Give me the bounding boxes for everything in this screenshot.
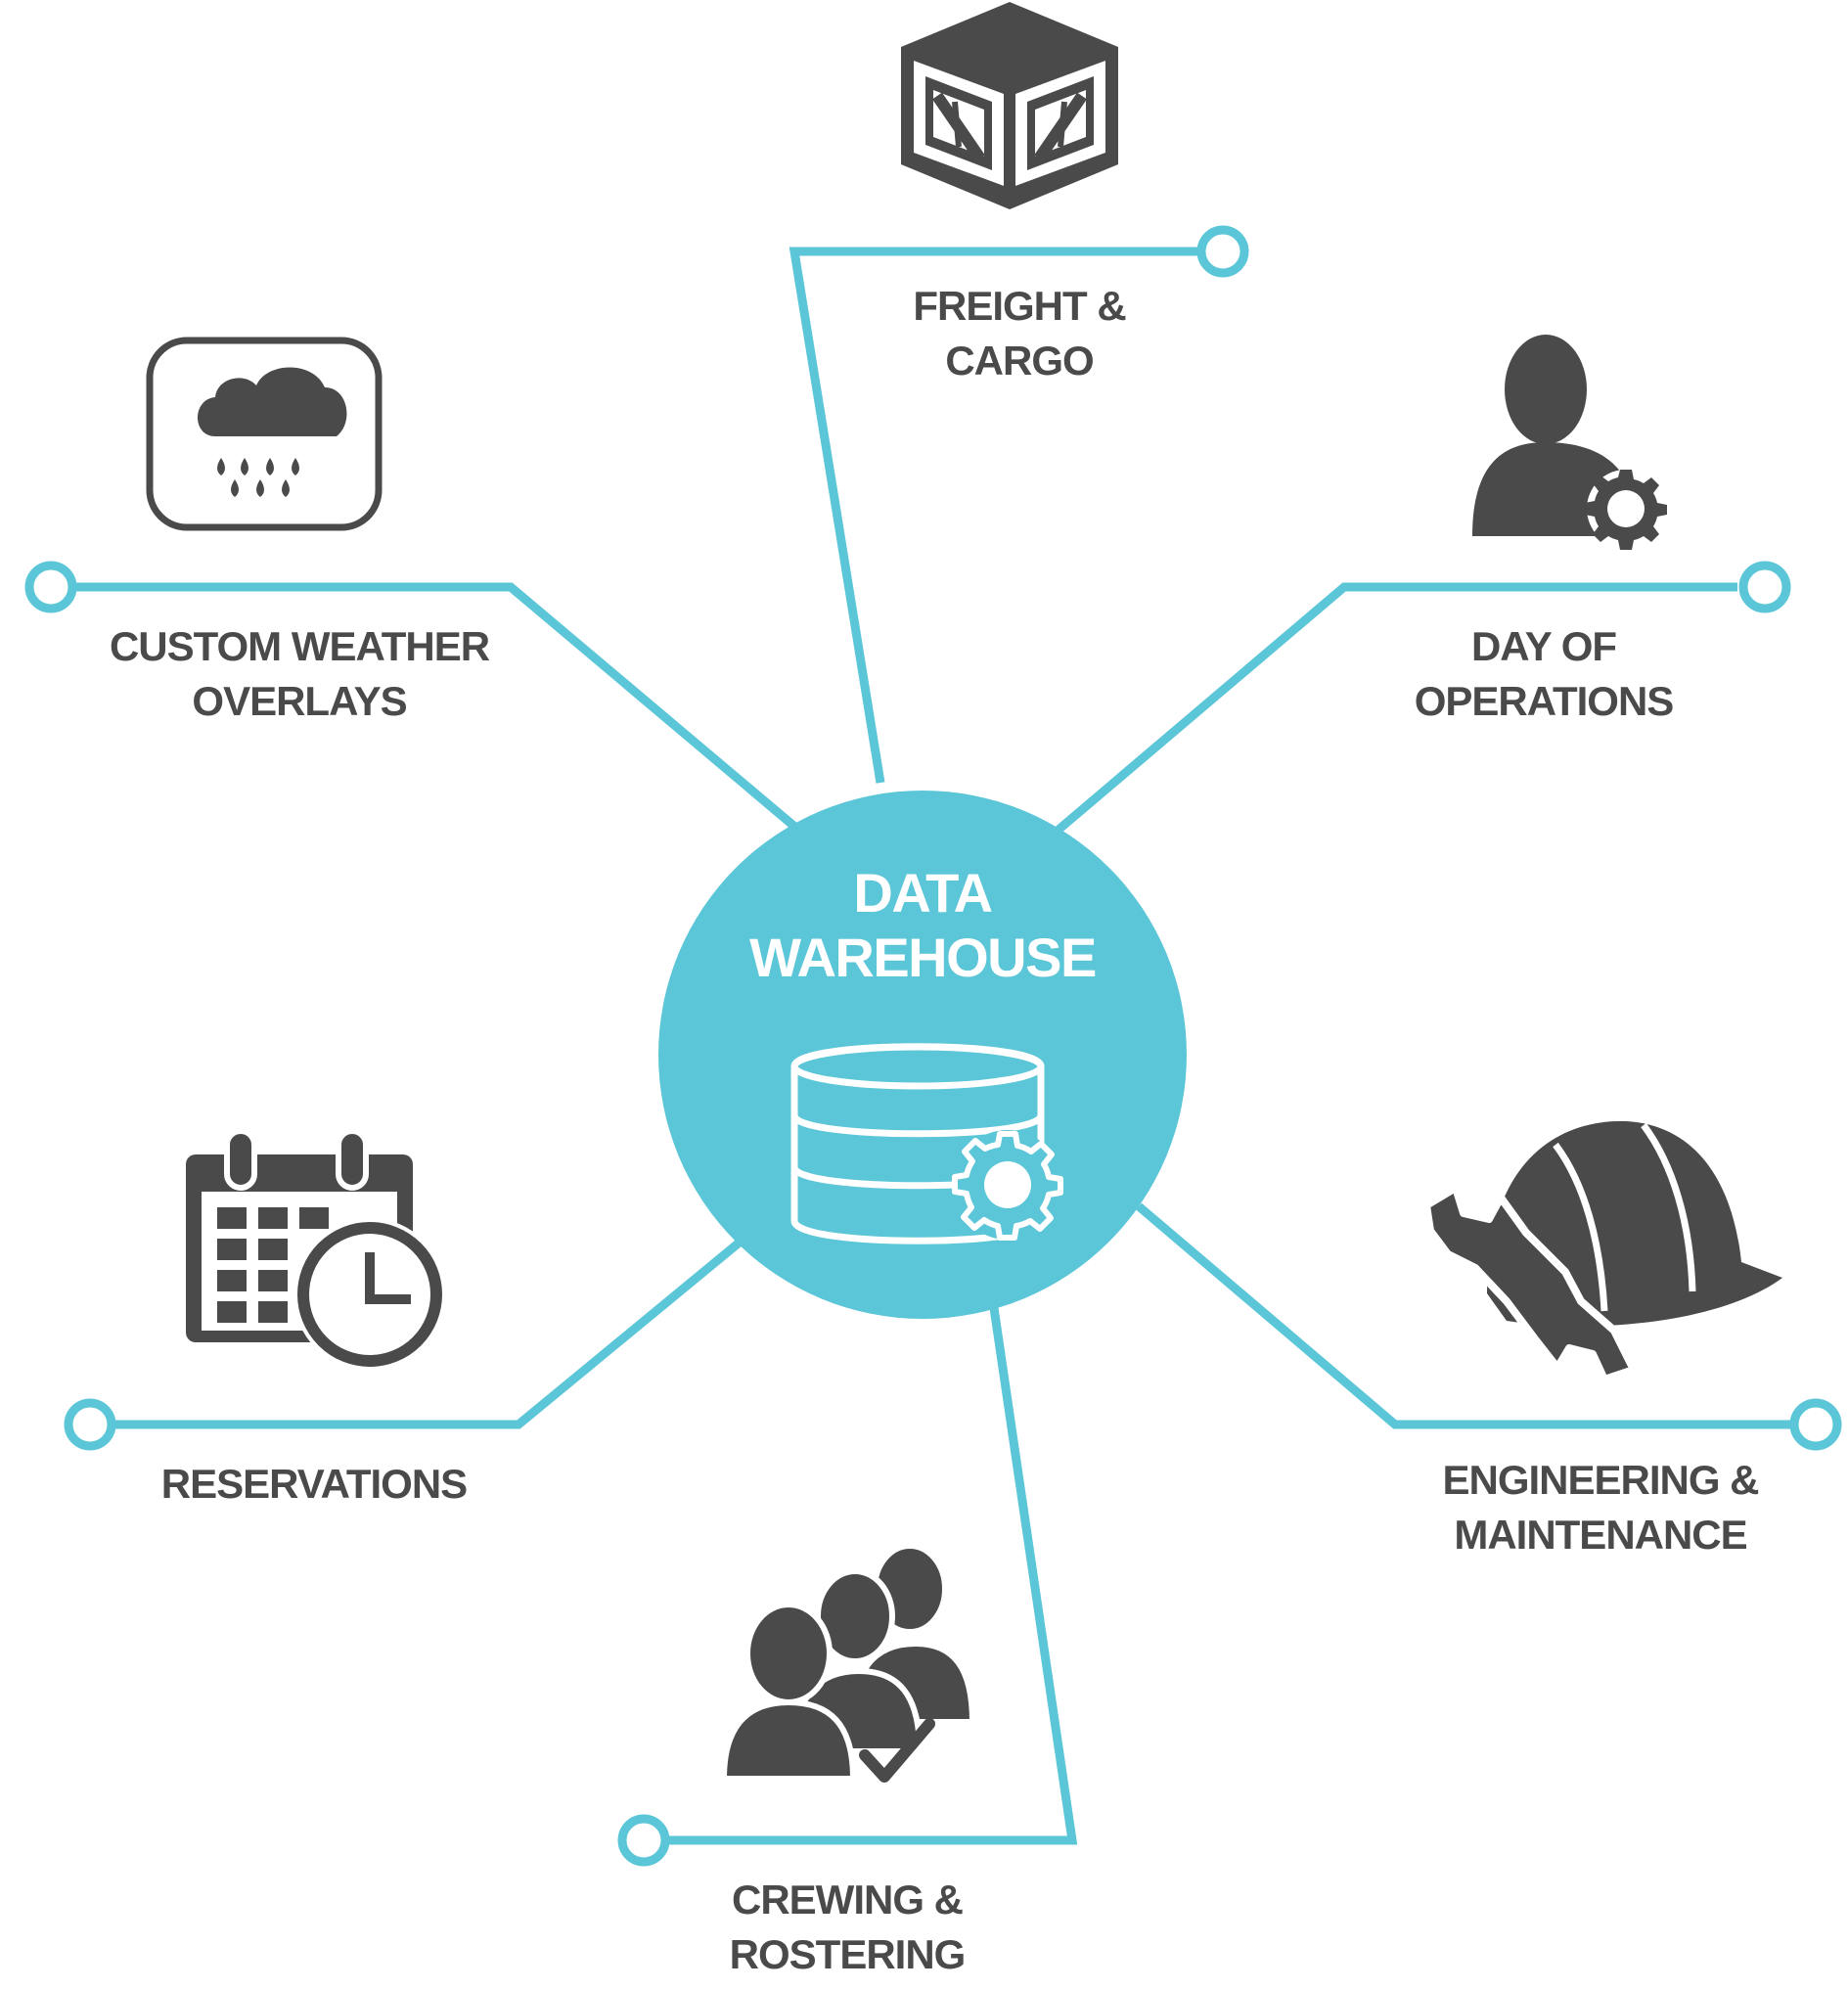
node-reservations[interactable]: RESERVATIONS — [161, 1128, 468, 1507]
hub-title-line1: DATA — [853, 862, 991, 924]
label-crewing-line2: ROSTERING — [730, 1931, 966, 1977]
label-engineering-line1: ENGINEERING & — [1442, 1457, 1759, 1503]
node-engineering[interactable]: ENGINEERING & MAINTENANCE — [1422, 1120, 1782, 1558]
node-weather-endpoint[interactable] — [24, 561, 77, 613]
connector-freight — [789, 247, 1215, 784]
connector-crewing — [667, 1300, 1078, 1845]
connectors — [74, 247, 1790, 1845]
user-gear-icon — [1472, 335, 1667, 550]
team-check-icon — [720, 1543, 976, 1783]
label-engineering-line2: MAINTENANCE — [1454, 1512, 1746, 1558]
crate-icon — [901, 2, 1118, 209]
connector-operations — [1056, 582, 1737, 834]
node-operations-endpoint[interactable] — [1738, 561, 1791, 613]
label-freight-line1: FREIGHT & — [913, 283, 1126, 329]
node-engineering-endpoint[interactable] — [1789, 1398, 1842, 1451]
connector-weather — [74, 582, 801, 834]
node-crewing-endpoint[interactable] — [617, 1814, 670, 1867]
label-weather-line2: OVERLAYS — [192, 678, 406, 724]
node-crewing[interactable]: CREWING & ROSTERING — [720, 1543, 976, 1977]
hardhat-wrench-icon — [1422, 1120, 1782, 1383]
label-weather-line1: CUSTOM WEATHER — [110, 623, 490, 669]
connector-engineering — [1136, 1202, 1790, 1429]
label-operations-line1: DAY OF — [1471, 623, 1616, 669]
label-crewing-line1: CREWING & — [732, 1877, 964, 1922]
node-reservations-endpoint[interactable] — [64, 1398, 116, 1451]
label-operations-line2: OPERATIONS — [1415, 678, 1674, 724]
node-freight[interactable]: FREIGHT & CARGO — [901, 2, 1127, 384]
database-gear-icon — [790, 1043, 1063, 1244]
node-weather[interactable]: CUSTOM WEATHER OVERLAYS — [110, 337, 491, 724]
node-freight-endpoint[interactable] — [1196, 225, 1249, 278]
rain-cloud-icon — [146, 337, 383, 531]
hub[interactable]: DATA WAREHOUSE — [658, 791, 1187, 1319]
calendar-clock-icon — [186, 1128, 446, 1371]
node-operations[interactable]: DAY OF OPERATIONS — [1415, 335, 1674, 724]
hub-title-line2: WAREHOUSE — [749, 927, 1096, 988]
end-nodes — [24, 225, 1842, 1867]
connector-reservations — [113, 1237, 744, 1429]
label-freight-line2: CARGO — [945, 338, 1093, 384]
label-reservations: RESERVATIONS — [161, 1461, 467, 1507]
